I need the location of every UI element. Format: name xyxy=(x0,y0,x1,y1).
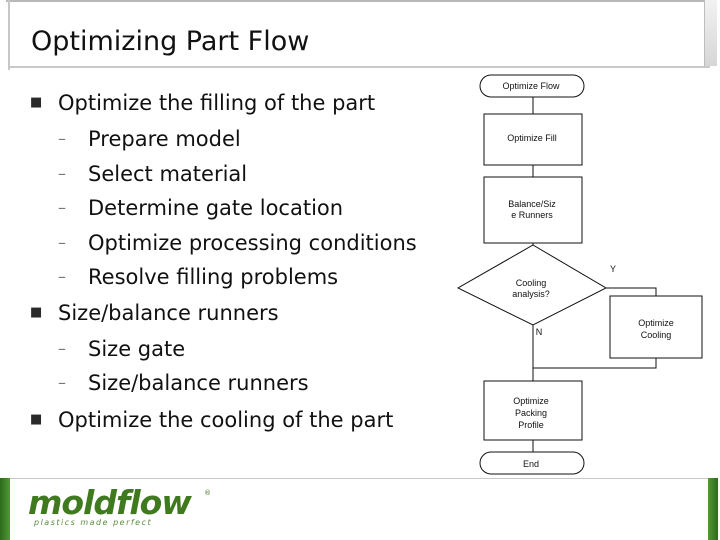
sub-bullet: – Size/balance runners xyxy=(30,366,450,401)
node-fill-label: Optimize Fill xyxy=(507,133,557,143)
node-decision-label: analysis? xyxy=(512,289,550,299)
sub-bullet-text: Determine gate location xyxy=(88,196,344,220)
node-cooling xyxy=(609,295,703,359)
sub-bullet-text: Size gate xyxy=(88,336,186,361)
node-packing-label: Optimize xyxy=(513,396,549,406)
bullet-cooling: ■ Optimize the cooling of the part xyxy=(30,405,450,435)
sub-bullet: – Optimize processing conditions xyxy=(30,226,450,261)
node-packing-label: Packing xyxy=(515,408,547,418)
node-balance-label: Balance/Siz xyxy=(508,199,556,209)
no-label: N xyxy=(536,327,543,337)
sub-bullet: – Resolve filling problems xyxy=(30,260,450,295)
dash-icon: – xyxy=(58,198,66,217)
bullet-text: Optimize the filling of the part xyxy=(58,91,376,115)
sub-bullet-text: Optimize processing conditions xyxy=(88,230,417,255)
dash-icon: – xyxy=(58,338,66,358)
node-decision-label: Cooling xyxy=(516,278,547,288)
top-border xyxy=(6,0,714,2)
node-cooling-label: Cooling xyxy=(641,330,672,340)
decorative-right-bar xyxy=(704,0,717,66)
dash-icon: – xyxy=(58,267,66,286)
logo-registered-mark: ® xyxy=(204,489,211,497)
square-bullet-icon: ■ xyxy=(30,95,43,110)
square-bullet-icon: ■ xyxy=(30,411,43,427)
sub-bullet: – Size gate xyxy=(30,332,450,367)
node-end-label: End xyxy=(523,459,539,469)
node-start-label: Optimize Flow xyxy=(502,81,560,91)
connector-cooling-merge xyxy=(533,358,657,369)
node-packing-label: Profile xyxy=(518,420,544,430)
sub-bullet-text: Size/balance runners xyxy=(88,371,309,395)
node-packing xyxy=(483,380,583,441)
yes-label: Y xyxy=(610,264,616,274)
dash-icon: – xyxy=(58,373,66,392)
sub-bullet: – Determine gate location xyxy=(30,191,450,226)
node-end xyxy=(479,451,585,475)
dash-icon: – xyxy=(58,163,66,183)
bullet-list: ■ Optimize the filling of the part – Prep… xyxy=(30,88,450,435)
left-border xyxy=(8,0,10,70)
slide-title: Optimizing Part Flow xyxy=(31,26,310,57)
square-bullet-icon: ■ xyxy=(30,304,43,320)
node-start xyxy=(479,74,585,98)
node-cooling-label: Optimize xyxy=(638,318,674,328)
dash-icon: – xyxy=(58,232,66,252)
title-rule xyxy=(10,66,710,68)
node-fill xyxy=(483,113,583,166)
decorative-left-green-bar xyxy=(0,478,10,540)
bullet-runners: ■ Size/balance runners xyxy=(30,298,450,328)
decorative-right-green-bar xyxy=(708,478,718,540)
bottom-rule xyxy=(10,478,708,479)
sub-bullet-text: Prepare model xyxy=(88,127,241,151)
logo-tagline: plastics made perfect xyxy=(34,518,153,527)
sub-bullet-text: Resolve filling problems xyxy=(88,265,339,289)
sub-bullet: – Select material xyxy=(30,157,450,192)
bullet-text: Size/balance runners xyxy=(58,300,279,325)
node-balance xyxy=(483,176,583,244)
node-decision xyxy=(456,244,608,326)
sub-bullet-text: Select material xyxy=(88,161,248,186)
moldflow-logo: moldflow ® plastics made perfect xyxy=(28,483,218,529)
node-balance-label: e Runners xyxy=(511,210,553,220)
logo-wordmark: moldflow xyxy=(28,483,192,522)
dash-icon: – xyxy=(58,129,66,148)
bullet-fill: ■ Optimize the filling of the part xyxy=(30,88,450,118)
connector-decision-cooling xyxy=(606,287,657,296)
bullet-text: Optimize the cooling of the part xyxy=(58,407,394,432)
sub-bullet: – Prepare model xyxy=(30,122,450,157)
